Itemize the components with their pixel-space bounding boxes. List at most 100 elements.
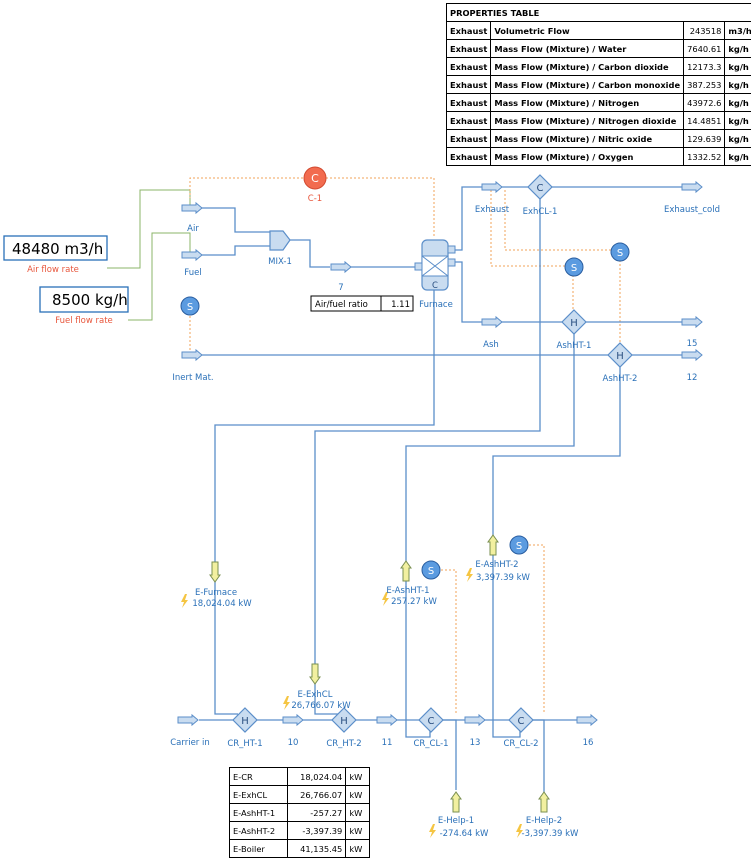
exhaust-pipe (455, 187, 482, 250)
bolt-icon (466, 568, 473, 582)
air-flow-value: 48480 m3/h (12, 240, 103, 258)
unit-badge: C (537, 183, 544, 194)
unit-name: AshHT-1 (557, 341, 592, 351)
set-badge-label: S (516, 541, 522, 552)
stream-12-arrow[interactable] (682, 350, 702, 360)
inert-arrow[interactable] (182, 350, 202, 360)
e-help1-value: -274.64 kW (440, 829, 489, 839)
ashht1-energy-set-line (441, 570, 456, 714)
unit-badge: H (616, 351, 624, 362)
set-badge-label: S (571, 263, 577, 274)
stream-7-arrow[interactable] (331, 262, 351, 272)
set-e-ashht1[interactable]: S (422, 561, 440, 579)
stream-exhaust-cold-label: Exhaust_cold (664, 205, 720, 215)
exhaust-arrow[interactable] (482, 182, 502, 192)
stream-15-label: 15 (687, 339, 698, 349)
e-ashht1-value: 257.27 kW (391, 597, 437, 607)
mix-1-label: MIX-1 (268, 257, 292, 267)
stream-13-arrow[interactable] (465, 715, 485, 725)
stream-7-label: 7 (338, 283, 343, 293)
set-inert[interactable]: S (181, 297, 199, 315)
e-ashht2-arrow[interactable] (488, 535, 498, 555)
e-ashht1-arrow[interactable] (401, 561, 411, 581)
e-help1-line (440, 720, 456, 790)
stream-air-label: Air (187, 224, 199, 234)
unit-badge: C (518, 716, 525, 727)
air-arrow[interactable] (182, 203, 202, 213)
controller-right-line (326, 178, 434, 238)
furnace-label: Furnace (419, 300, 453, 310)
mixer-mix-1[interactable] (270, 231, 290, 250)
stream-15-arrow[interactable] (682, 317, 702, 327)
air-fuel-ratio-box: Air/fuel ratio 1.11 (311, 296, 413, 311)
bolt-icon (181, 594, 188, 608)
stream-carrier-in-label: Carrier in (170, 738, 210, 748)
stream-16-arrow[interactable] (577, 715, 597, 725)
e-ashht1-name: E-AshHT-1 (386, 586, 429, 596)
e-help2-value: -3,397.39 kW (522, 829, 580, 839)
set-ashht1[interactable]: S (565, 258, 583, 276)
stream-16-label: 16 (583, 738, 594, 748)
air-pipe (201, 208, 270, 232)
furnace-badge: C (432, 281, 438, 291)
unit-badge: H (340, 716, 348, 727)
unit-badge: H (570, 318, 578, 329)
controller-name: C-1 (308, 194, 322, 204)
air-signal-line (107, 190, 190, 268)
e-furnace-value: 18,024.04 kW (192, 599, 252, 609)
stream-11-label: 11 (382, 738, 393, 748)
e-ashht1-line (406, 331, 574, 561)
bolt-icon (429, 824, 436, 838)
e-help2-name: E-Help-2 (526, 816, 562, 826)
air-flow-input[interactable]: 48480 m3/h Air flow rate (4, 236, 107, 275)
fuel-flow-value: 8500 kg/h (52, 291, 128, 309)
e-help2-line (530, 720, 544, 792)
exh-ashht2-control-line (505, 190, 620, 250)
fuel-flow-input[interactable]: 8500 kg/h Fuel flow rate (40, 287, 128, 326)
e-exhcl-value: 26,766.07 kW (291, 701, 351, 711)
exhaust-cold-arrow[interactable] (682, 182, 702, 192)
stream-ash-label: Ash (483, 340, 499, 350)
air-flow-label: Air flow rate (27, 265, 79, 275)
ashht2-energy-set-line (529, 545, 544, 712)
e-help1-arrow[interactable] (451, 792, 461, 812)
set-e-ashht2[interactable]: S (510, 536, 528, 554)
e-help2-arrow[interactable] (539, 792, 549, 812)
cooler-cr-cl-1[interactable]: CCR_CL-1 (413, 708, 448, 749)
exchanger-exhcl-1[interactable]: C ExhCL-1 (523, 175, 558, 217)
set-ashht2[interactable]: S (611, 243, 629, 261)
stream-10-arrow[interactable] (283, 715, 303, 725)
stream-inert-label: Inert Mat. (172, 373, 213, 383)
stream-12-label: 12 (687, 373, 698, 383)
fuel-arrow[interactable] (182, 250, 202, 260)
set-badge-label: S (187, 302, 193, 313)
furnace[interactable]: C (415, 240, 455, 291)
cooler-cr-cl-2[interactable]: C CR_CL-2 (503, 708, 538, 749)
e-exhcl-name: E-ExhCL (298, 690, 333, 700)
exhaust-control-line (491, 190, 566, 266)
e-exhcl-arrow[interactable] (310, 664, 320, 684)
unit-badge: H (241, 716, 249, 727)
ratio-label: Air/fuel ratio (315, 300, 368, 310)
ash-arrow[interactable] (482, 317, 502, 327)
unit-name: CR_CL-2 (503, 739, 538, 749)
e-furnace-line (215, 290, 434, 562)
carrier-in-arrow[interactable] (178, 715, 198, 725)
stream-fuel-label: Fuel (184, 268, 201, 278)
e-furnace-arrow[interactable] (210, 562, 220, 582)
e-ashht2-value: 3,397.39 kW (476, 573, 530, 583)
unit-name: ExhCL-1 (523, 207, 558, 217)
controller-c-1[interactable]: C C-1 (304, 167, 326, 204)
e-furnace-name: E-Furnace (195, 588, 237, 598)
bolt-icon (283, 696, 290, 710)
heater-ashht-2[interactable]: H AshHT-2 (603, 343, 638, 384)
unit-name: AshHT-2 (603, 374, 638, 384)
heater-ashht-1[interactable]: H AshHT-1 (557, 310, 592, 351)
ash-pipe (455, 262, 482, 322)
stream-11-arrow[interactable] (377, 715, 397, 725)
stream-exhaust-label: Exhaust (475, 205, 510, 215)
unit-badge: C (428, 716, 435, 727)
e-help1-name: E-Help-1 (438, 816, 474, 826)
fuel-flow-label: Fuel flow rate (55, 316, 113, 326)
